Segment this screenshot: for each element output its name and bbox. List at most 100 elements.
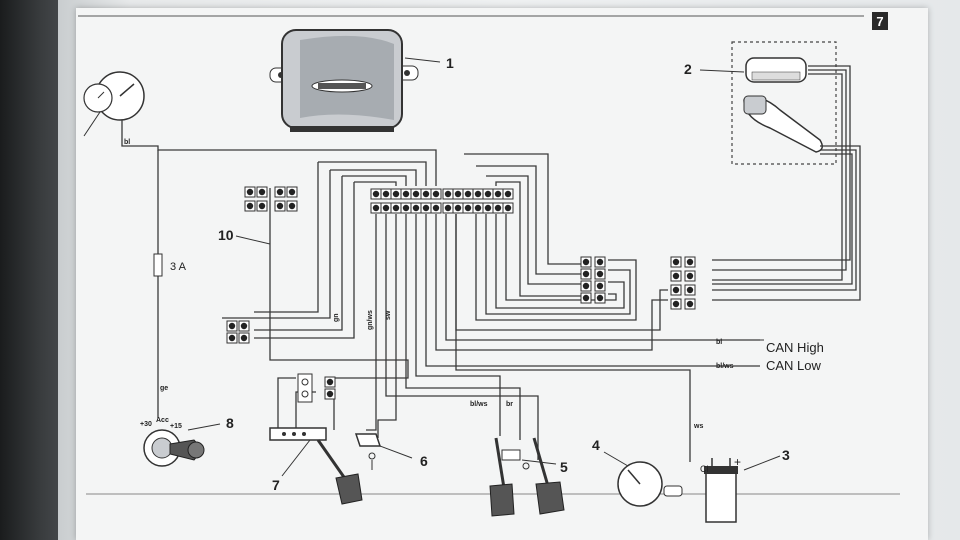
harness-wires (121, 120, 760, 462)
connector-main-pin (452, 202, 464, 214)
connector-main-pin (482, 188, 494, 200)
steering-column-switch-2 (731, 41, 837, 165)
connector-left-small (226, 320, 250, 344)
leader-1 (404, 57, 441, 63)
wire-tag-bl-top: bl (124, 139, 130, 146)
accelerator-pedal-7 (269, 427, 363, 505)
callout-4: 4 (592, 437, 600, 453)
connector-middle-pin (580, 268, 592, 280)
connector-main-pin (462, 188, 474, 200)
wire-tag-gn: gn (333, 313, 340, 322)
connector-right (670, 256, 696, 310)
tachometer-gauge (83, 71, 145, 121)
connector-main-pin (370, 202, 382, 214)
wire-tag-sw: sw (385, 310, 392, 320)
connector-right-pin (670, 298, 682, 310)
connector-main-pin (502, 202, 514, 214)
connector-main-pin (380, 202, 392, 214)
wire-tag-bl-can: bl (716, 339, 722, 346)
page-badge-text: 7 (876, 14, 883, 29)
connector-main-pin (492, 188, 504, 200)
connector-middle-pin (580, 280, 592, 292)
ignition-mark-acc: Acc (156, 417, 169, 424)
connector-main-pin (482, 202, 494, 214)
callout-6: 6 (420, 453, 428, 469)
connector-main-pin (430, 202, 442, 214)
callout-3: 3 (782, 447, 790, 463)
ignition-switch-8: +30 Acc +15 (140, 417, 205, 467)
callout-10: 10 (218, 227, 234, 243)
connector-main-pin (400, 188, 412, 200)
connector-main-pin (430, 188, 442, 200)
connector-top-left (244, 186, 298, 212)
leader-3 (743, 455, 781, 471)
connector-right-pin (684, 284, 696, 296)
connector-right-pin (670, 284, 682, 296)
leader-2 (699, 69, 745, 73)
callout-8: 8 (226, 415, 234, 431)
connector-main-pin (420, 188, 432, 200)
connector-middle-right (580, 256, 606, 304)
connector-main (370, 188, 514, 214)
connector-main-pin (390, 188, 402, 200)
leader-8 (187, 423, 221, 431)
connector-main-pin (462, 202, 474, 214)
can-high-label: CAN High (766, 340, 824, 355)
leader-4 (603, 451, 629, 467)
connector-middle-pin (594, 268, 606, 280)
tachometer-4 (617, 461, 683, 507)
leader-7 (281, 439, 311, 477)
wire-tag-ws: ws (693, 423, 703, 430)
leader-tacho (83, 111, 101, 137)
wire-tag-gnws: gn/ws (367, 310, 374, 330)
connector-main-pin (442, 188, 454, 200)
connector-right-pin (684, 256, 696, 268)
coil-3: Cl + (700, 455, 741, 523)
connector-right-pin (670, 256, 682, 268)
connector-main-pin (390, 202, 402, 214)
can-low-label: CAN Low (766, 358, 822, 373)
wire-tag-blws-pedal: bl/ws (470, 401, 488, 408)
connector-main-pin (410, 188, 422, 200)
connector-main-pin (442, 202, 454, 214)
connector-main-pin (472, 202, 484, 214)
connector-right-pin (684, 270, 696, 282)
wire-tag-blws-can: bl/ws (716, 363, 734, 370)
connector-middle-pin (594, 280, 606, 292)
fuse-3a (153, 253, 163, 277)
connector-main-pin (410, 202, 422, 214)
connector-middle-pin (580, 292, 592, 304)
connector-main-pin (452, 188, 464, 200)
connector-main-pin (400, 202, 412, 214)
fuse-label: 3 A (170, 261, 187, 273)
ignition-mark-15: +15 (170, 423, 182, 430)
wire-tag-ge: ge (160, 385, 168, 392)
callout-5: 5 (560, 459, 568, 475)
connector-right-pin (684, 298, 696, 310)
connector-middle-pin (594, 292, 606, 304)
connector-middle-pin (580, 256, 592, 268)
pedals-5 (489, 437, 565, 517)
connector-main-pin (492, 202, 504, 214)
leader-5 (521, 459, 557, 465)
connector-main-pin (472, 188, 484, 200)
control-unit-1 (269, 29, 419, 132)
connector-main-pin (420, 202, 432, 214)
wires-switch-2 (712, 65, 861, 301)
connector-middle-pin (594, 256, 606, 268)
callout-1: 1 (446, 55, 454, 71)
ignition-mark-30: +30 (140, 421, 152, 428)
svg-text:Cl: Cl (700, 464, 709, 474)
wire-tag-br: br (506, 401, 513, 408)
callout-2: 2 (684, 61, 692, 77)
connector-pedal-7 (297, 373, 336, 403)
leader-10 (235, 235, 271, 245)
connector-main-pin (380, 188, 392, 200)
switch-6 (354, 433, 382, 470)
connector-right-pin (670, 270, 682, 282)
svg-text:+: + (734, 455, 741, 469)
callout-7: 7 (272, 477, 280, 493)
page-badge: 7 (872, 12, 888, 30)
leader-6 (379, 445, 413, 459)
